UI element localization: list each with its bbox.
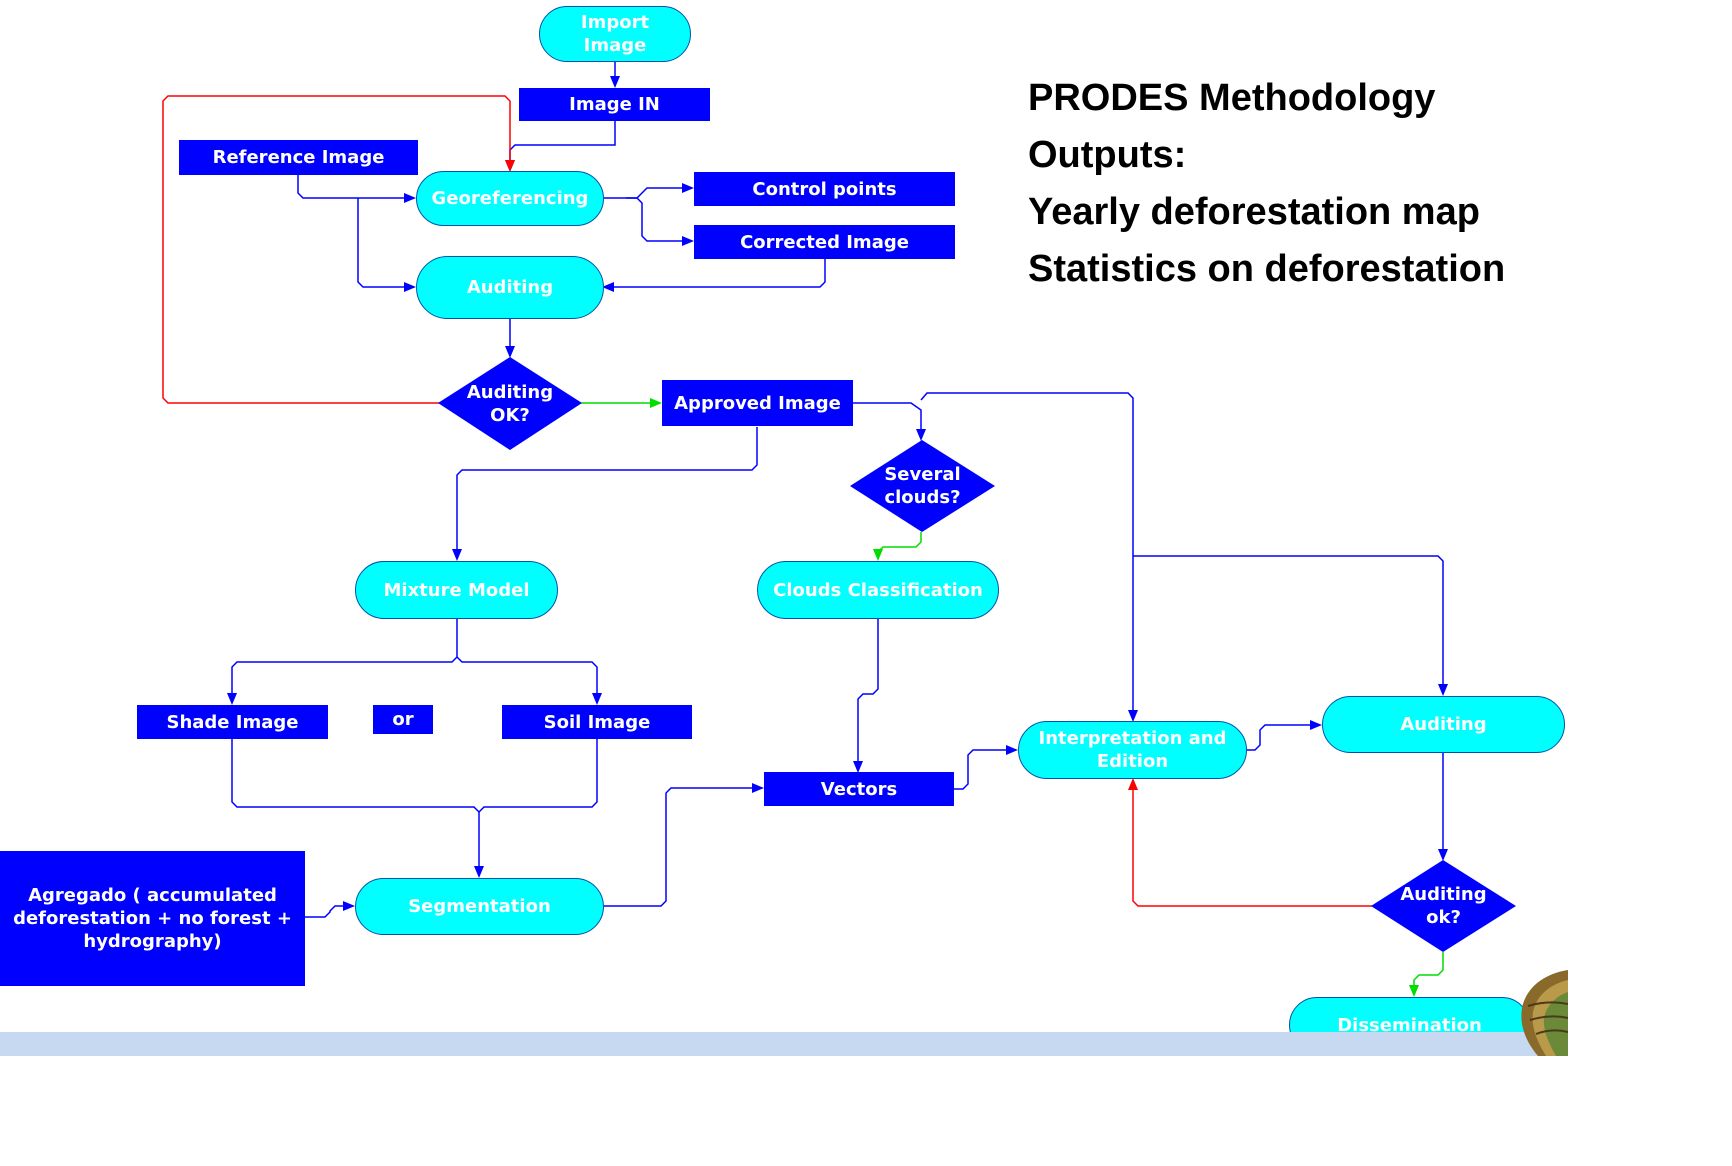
node-import-image: Import Image <box>539 6 691 62</box>
headline-line-4: Statistics on deforestation <box>1028 248 1506 290</box>
node-soil-image: Soil Image <box>502 705 692 739</box>
connector-reject-top <box>162 95 515 404</box>
node-reference-image: Reference Image <box>179 140 418 175</box>
decision-auditing-ok-bottom: Auditing ok? <box>1371 860 1516 952</box>
connector-layer <box>162 62 1448 997</box>
node-import-image-label: Import Image <box>580 12 650 56</box>
node-vectors: Vectors <box>764 772 954 806</box>
connector-shade-to-segmentation <box>231 739 484 878</box>
connector-approve-bottom <box>1409 952 1444 997</box>
node-interpretation-edition: Interpretation and Edition <box>1018 721 1247 779</box>
node-soil-image-label: Soil Image <box>543 711 651 733</box>
connector-segmentation-to-vectors <box>604 783 764 907</box>
node-mixture-model-label: Mixture Model <box>383 579 530 601</box>
node-control-points: Control points <box>694 172 955 206</box>
connector-soil-to-segmentation <box>478 739 598 813</box>
node-approved-image: Approved Image <box>662 380 853 426</box>
node-auditing-top-label: Auditing <box>466 277 554 298</box>
decision-auditing-ok-bottom-text: Auditing ok? <box>1371 860 1516 952</box>
node-reference-image-label: Reference Image <box>212 147 385 168</box>
node-approved-image-label: Approved Image <box>674 392 841 414</box>
flowchart-canvas: PRODES Methodology Outputs: Yearly defor… <box>0 6 1568 1056</box>
node-georeferencing: Georeferencing <box>416 171 604 226</box>
connector-approved-to-clouds <box>853 402 926 441</box>
connector-georef-to-control <box>604 183 694 199</box>
decision-several-clouds-text: Several clouds? <box>850 440 995 532</box>
node-clouds-classification-label: Clouds Classification <box>773 579 983 601</box>
connector-approved-to-mixture <box>452 427 758 561</box>
headline-line-2: Outputs: <box>1028 134 1187 176</box>
connector-cloudsclass-to-vectors <box>853 619 879 773</box>
node-or-label: or <box>392 709 414 730</box>
decision-auditing-ok-top: Auditing OK? <box>438 357 582 450</box>
node-segmentation: Segmentation <box>355 878 604 935</box>
node-vectors-label: Vectors <box>820 778 898 800</box>
decision-auditing-ok-bottom-shape <box>1371 860 1516 952</box>
node-auditing-top: Auditing <box>416 256 604 319</box>
connector-vectors-to-interpretation <box>954 745 1018 790</box>
decision-several-clouds: Several clouds? <box>850 440 995 532</box>
decision-auditing-ok-top-shape <box>438 357 582 450</box>
connector-reject-bottom <box>1128 778 1372 907</box>
connector-interpretation-to-auditing <box>1247 720 1322 751</box>
connector-clouds-yes <box>873 532 922 561</box>
node-dissemination-label: Dissemination <box>1337 1014 1482 1036</box>
node-agregado-label: Agregado ( accumulated deforestation + n… <box>13 885 292 952</box>
node-or: or <box>373 705 433 734</box>
node-shade-image-label: Shade Image <box>166 711 299 733</box>
outputs-headline: PRODES Methodology Outputs: Yearly defor… <box>1028 70 1568 298</box>
connector-mixture-to-shade <box>227 619 458 705</box>
connector-mixture-to-soil <box>456 656 602 705</box>
node-clouds-classification: Clouds Classification <box>757 561 999 619</box>
node-auditing-right-label: Auditing <box>1400 714 1487 735</box>
node-segmentation-label: Segmentation <box>408 896 551 917</box>
node-image-in-label: Image IN <box>569 94 660 115</box>
node-auditing-right: Auditing <box>1322 696 1565 753</box>
connector-branch-to-auditing-right <box>1133 555 1448 696</box>
footer-band <box>0 1032 1568 1056</box>
connector-agregado-to-segmentation <box>305 901 355 918</box>
connector-corrected-to-auditing <box>602 259 826 292</box>
decision-several-clouds-label: Several clouds? <box>884 464 961 508</box>
connector-imagein-to-georef <box>505 121 616 172</box>
connector-ref-to-georef <box>297 175 416 203</box>
node-agregado: Agregado ( accumulated deforestation + n… <box>0 851 305 986</box>
decision-several-clouds-shape <box>850 440 995 532</box>
emblem-image <box>1521 970 1568 1056</box>
headline-line-1: PRODES Methodology <box>1028 77 1436 119</box>
node-interpretation-edition-label: Interpretation and Edition <box>1038 728 1227 772</box>
node-corrected-image: Corrected Image <box>694 225 955 259</box>
connector-ref-to-auditing <box>357 198 416 292</box>
decision-auditing-ok-top-label: Auditing OK? <box>466 381 554 426</box>
connector-georef-to-corrected <box>626 197 694 246</box>
node-control-points-label: Control points <box>752 178 897 200</box>
headline-line-3: Yearly deforestation map <box>1028 191 1480 233</box>
decision-auditing-ok-top-text: Auditing OK? <box>438 357 582 450</box>
node-georeferencing-label: Georeferencing <box>431 188 589 209</box>
node-shade-image: Shade Image <box>137 705 328 739</box>
decision-auditing-ok-bottom-label: Auditing ok? <box>1400 884 1487 928</box>
node-image-in: Image IN <box>519 88 710 121</box>
connector-approved-to-interpretation <box>920 392 1138 722</box>
node-corrected-image-label: Corrected Image <box>740 231 909 253</box>
node-mixture-model: Mixture Model <box>355 561 558 619</box>
